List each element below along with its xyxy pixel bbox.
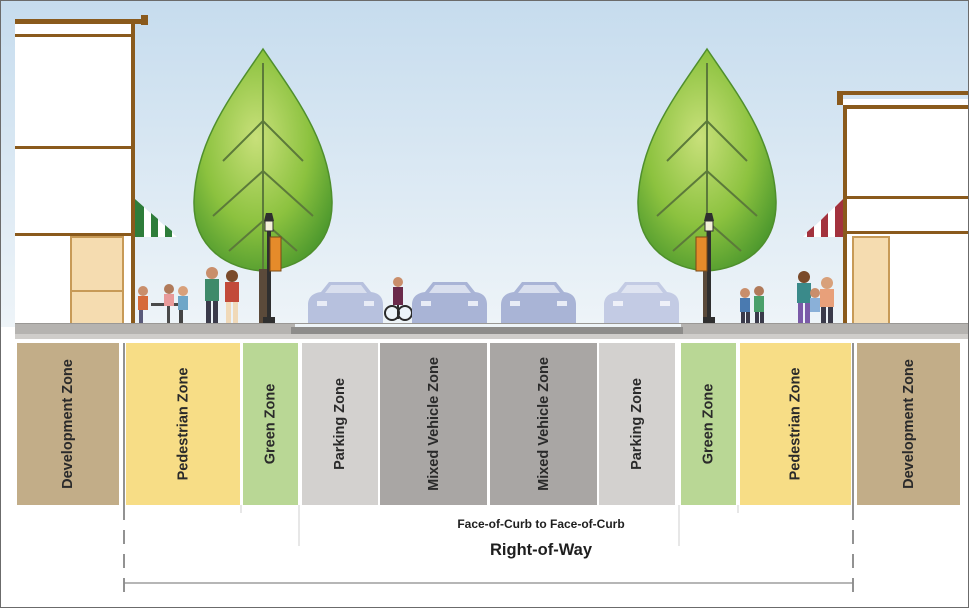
zone-label: Mixed Vehicle Zone <box>425 357 442 491</box>
right-pedestrians <box>740 271 834 325</box>
zone-green-right: Green Zone <box>681 343 736 505</box>
zone-development-right: Development Zone <box>857 343 960 505</box>
zone-parking-right: Parking Zone <box>599 343 675 505</box>
right-of-way-dimension <box>123 343 854 597</box>
left-awning <box>135 199 177 237</box>
zone-label: Development Zone <box>60 359 76 489</box>
curb-to-curb-caption: Face-of-Curb to Face-of-Curb <box>457 517 625 531</box>
zone-label: Green Zone <box>262 383 279 465</box>
zone-dividers <box>240 505 739 546</box>
zone-mixed-vehicle-left: Mixed Vehicle Zone <box>380 343 487 505</box>
zone-label: Parking Zone <box>629 378 646 470</box>
zone-label: Parking Zone <box>332 378 349 470</box>
zone-green-left: Green Zone <box>243 343 298 505</box>
right-street-lamp <box>695 213 715 325</box>
ground <box>15 323 968 339</box>
cars <box>308 282 679 323</box>
zone-development-left: Development Zone <box>17 343 119 505</box>
sky <box>1 1 968 327</box>
zone-label: Mixed Vehicle Zone <box>535 357 552 491</box>
right-awning <box>803 199 843 237</box>
zone-label: Pedestrian Zone <box>787 367 804 481</box>
zone-label: Green Zone <box>700 383 717 465</box>
zone-label: Development Zone <box>900 359 917 489</box>
zone-label: Pedestrian Zone <box>175 367 191 481</box>
right-building <box>803 91 968 326</box>
zone-parking-left: Parking Zone <box>302 343 378 505</box>
cyclist <box>384 277 413 321</box>
zone-pedestrian-left: Pedestrian Zone <box>126 343 240 505</box>
zone-pedestrian-right: Pedestrian Zone <box>740 343 851 505</box>
left-pedestrians <box>138 267 239 325</box>
left-tree <box>193 47 333 325</box>
right-of-way-caption: Right-of-Way <box>489 541 593 559</box>
left-street-lamp <box>263 213 282 325</box>
zone-mixed-vehicle-right: Mixed Vehicle Zone <box>490 343 597 505</box>
left-building <box>15 15 177 326</box>
